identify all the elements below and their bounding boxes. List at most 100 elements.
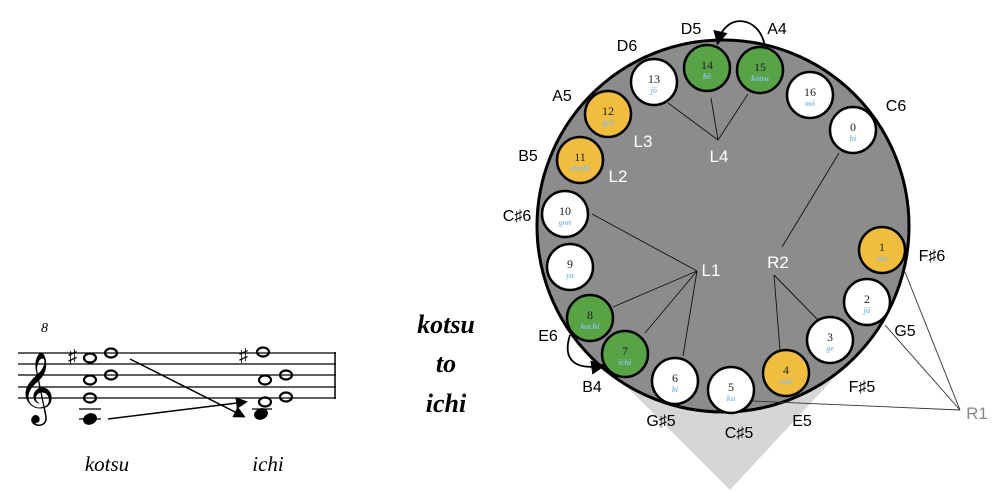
voice-arrow (129, 358, 246, 418)
node-number: 12 (602, 104, 614, 118)
clef-octave: 8 (41, 321, 48, 336)
node-syllable: kotsu (751, 74, 769, 83)
pitch-label: E5 (792, 413, 812, 430)
node-syllable: gyō (601, 118, 614, 127)
group-label-r1: R1 (966, 404, 988, 423)
node-number: 14 (701, 58, 713, 72)
node-number: 1 (879, 240, 885, 254)
node-circle (540, 189, 590, 239)
pitch-label: C♯6 (503, 208, 532, 225)
note-node-3: 3ge (805, 315, 855, 365)
node-number: 3 (827, 330, 833, 344)
group-label-l2: L2 (609, 167, 628, 186)
pitch-label: A5 (552, 88, 572, 105)
node-circle (706, 365, 756, 415)
node-syllable: shichi (569, 164, 591, 173)
pitch-label: E6 (538, 328, 558, 345)
node-number: 4 (783, 363, 789, 377)
a4-to-d5-arrow (713, 20, 766, 48)
node-number: 7 (622, 344, 628, 358)
pitch-label: F♯6 (919, 248, 946, 265)
node-circle (650, 356, 700, 406)
node-syllable: bō (703, 72, 711, 81)
group-lines (591, 93, 840, 357)
node-circle (565, 293, 615, 343)
group-label-l3: L3 (634, 132, 653, 151)
node-number: 5 (728, 380, 734, 394)
note-node-0: 0hi (828, 105, 878, 155)
node-syllable: sen (875, 254, 888, 263)
pitch-label: D5 (681, 21, 702, 38)
pitch-label: B4 (582, 379, 602, 396)
node-syllable: ya (565, 271, 574, 280)
e6-to-b4-arrow (566, 334, 606, 375)
node-number: 10 (559, 204, 571, 218)
node-circle (805, 315, 855, 365)
pitch-label: F♯5 (849, 379, 876, 396)
node-syllable: hi (850, 134, 857, 143)
node-syllable: ge (825, 344, 834, 353)
note-node-5: 5ku (706, 365, 756, 415)
group-label-l1: L1 (702, 261, 721, 280)
node-syllable: ku (727, 394, 736, 403)
node-number: 11 (574, 150, 586, 164)
node-number: 8 (587, 308, 593, 322)
note-node-2: 2jū (842, 277, 892, 327)
node-circle (629, 57, 679, 107)
note-node-6: 6bi (650, 356, 700, 406)
pitch-label: C♯5 (725, 425, 754, 442)
chord-ichi (254, 346, 294, 420)
node-circle (682, 43, 732, 93)
node-circle (583, 89, 633, 139)
pitch-label: G♯5 (646, 413, 675, 430)
node-syllable: gon (558, 218, 572, 227)
node-number: 13 (648, 72, 660, 86)
node-number: 2 (864, 292, 870, 306)
node-circle (857, 225, 907, 275)
node-syllable: bi (672, 385, 679, 394)
voice-arrow (107, 397, 248, 420)
node-circle (545, 242, 595, 292)
node-number: 0 (850, 120, 856, 134)
node-syllable: mō (805, 99, 815, 108)
node-circle (842, 277, 892, 327)
sharp-icon: ♯ (239, 345, 248, 365)
r1-lines (751, 271, 961, 411)
note-node-9: 9ya (545, 242, 595, 292)
pitch-label: G5 (894, 323, 915, 340)
group-label-r2: R2 (767, 253, 789, 272)
sharp-icon: ♯ (68, 346, 77, 366)
caption-line2: to (436, 349, 456, 378)
chord-label-ichi: ichi (252, 452, 284, 476)
node-syllable: jō (649, 86, 657, 95)
pitch-label: D6 (617, 38, 638, 55)
music-staff: 𝄞 8 ♯ ♯ (18, 321, 336, 426)
node-number: 9 (567, 257, 573, 271)
node-circle (761, 348, 811, 398)
node-number: 15 (754, 60, 766, 74)
treble-clef-icon: 𝄞 (18, 352, 55, 426)
node-circle (735, 45, 785, 95)
pitch-label: A4 (767, 21, 787, 38)
caption-line1: kotsu (417, 310, 475, 339)
node-circle (785, 70, 835, 120)
node-number: 6 (672, 371, 678, 385)
pitch-label: B5 (518, 148, 538, 165)
group-label-l4: L4 (710, 147, 729, 166)
node-circle (555, 135, 605, 185)
pitch-label: C6 (886, 98, 907, 115)
chord-label-kotsu: kotsu (85, 452, 129, 476)
chord-kotsu (82, 347, 119, 425)
node-circle (600, 329, 650, 379)
node-syllable: jū (862, 306, 871, 315)
